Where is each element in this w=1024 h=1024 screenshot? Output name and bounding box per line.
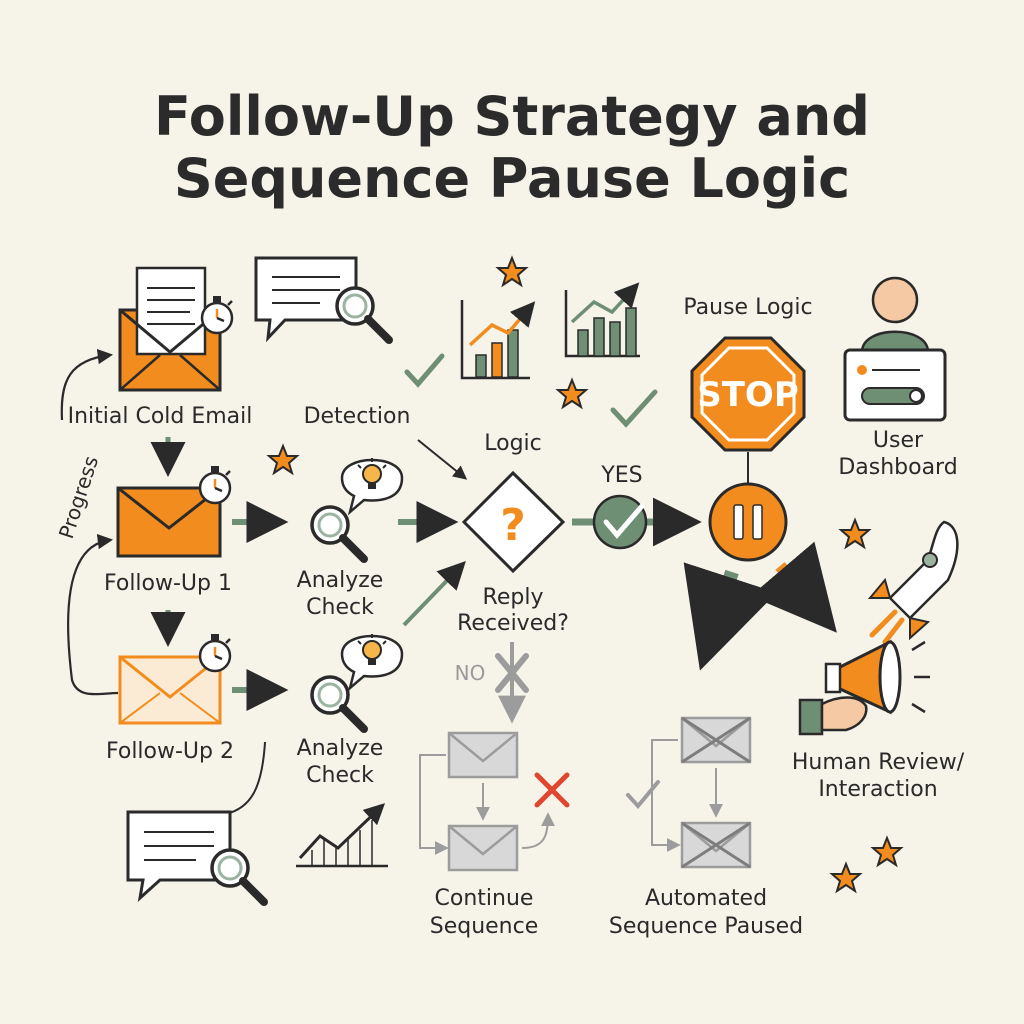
star-icon: [497, 257, 527, 286]
no-label: NO: [455, 661, 486, 685]
human-review-label-1: Human Review/: [792, 750, 965, 775]
user-dashboard-icon: [843, 276, 947, 422]
logic-label: Logic: [484, 431, 542, 456]
detection-label: Detection: [304, 404, 411, 429]
automated-label-1: Automated: [645, 886, 767, 911]
checkmark-icon: [404, 353, 445, 388]
star-icon: [268, 445, 298, 474]
stopwatch-icon: [198, 632, 232, 673]
pause-logic-label: Pause Logic: [683, 295, 812, 320]
user-dashboard-label-1: User: [873, 428, 924, 453]
human-review-arrow: [750, 541, 837, 633]
question-diamond-icon: [461, 470, 566, 574]
speech-bubble-icon: [254, 256, 358, 343]
stopwatch-icon: [200, 294, 234, 335]
megaphone-icon: [824, 639, 930, 715]
star-icon: [557, 379, 587, 408]
grey-envelope-icon: [447, 824, 519, 872]
sequence-label: Sequence: [430, 914, 539, 939]
check-label-1: Check: [306, 595, 374, 620]
pause-button-icon: [708, 482, 788, 562]
red-cross-icon: [534, 772, 570, 808]
star-icon: [831, 863, 861, 892]
follow-up-1-label: Follow-Up 1: [104, 571, 232, 596]
check-label-2: Check: [306, 763, 374, 788]
initial-email-envelope-icon: [118, 266, 222, 392]
title-line-1: Follow-Up Strategy and: [154, 85, 870, 148]
magnifier-icon: [212, 850, 264, 902]
progress-arrow-loop: [67, 533, 119, 696]
lightbulb-bubble-icon: [340, 456, 404, 514]
progress-label: Progress: [54, 453, 103, 542]
checkmark-icon: [626, 780, 660, 810]
paused-sequence-group: [626, 716, 752, 869]
received-label: Received?: [457, 611, 569, 636]
stop-sign-text: STOP: [697, 375, 799, 415]
continue-sequence-group: [419, 731, 570, 872]
follow-up-1-envelope-icon: [116, 486, 222, 558]
magnifier-icon: [312, 507, 364, 559]
follow-up-2-label: Follow-Up 2: [106, 739, 234, 764]
paused-down-arrow: [683, 562, 777, 671]
yes-check-icon: [592, 494, 648, 550]
trend-line-icon: [296, 803, 388, 868]
cross-icon: [495, 653, 529, 693]
bar-chart-icon: [564, 282, 640, 358]
bar-chart-icon: [460, 300, 536, 380]
star-icon: [872, 837, 902, 866]
title-line-2: Sequence Pause Logic: [174, 147, 850, 210]
diagonal-arrow: [402, 560, 466, 627]
user-dashboard-label-2: Dashboard: [838, 455, 957, 480]
checkmark-icon: [610, 389, 658, 428]
star-icon: [840, 519, 870, 548]
lightbulb-bubble-icon: [340, 632, 404, 690]
rocket-icon: [867, 520, 959, 645]
question-mark: ?: [500, 500, 526, 551]
stopwatch-icon: [198, 464, 232, 505]
initial-cold-email-label: Initial Cold Email: [68, 404, 253, 429]
reply-label: Reply: [483, 585, 544, 610]
yes-label: YES: [600, 463, 642, 488]
follow-up-2-envelope-icon: [118, 655, 222, 725]
automated-label-2: Sequence Paused: [609, 914, 803, 939]
continue-label: Continue: [435, 886, 534, 911]
hand-icon: [798, 696, 868, 736]
human-review-label-2: Interaction: [818, 777, 937, 802]
magnifier-icon: [312, 677, 364, 729]
grey-envelope-icon: [447, 731, 519, 779]
analyze-label-1: Analyze: [297, 568, 384, 593]
stop-sign-icon: [690, 336, 806, 452]
analyze-label-2: Analyze: [297, 736, 384, 761]
magnifier-icon: [337, 288, 389, 340]
speech-bubble-icon: [126, 810, 232, 902]
progress-arrow-top: [60, 348, 114, 421]
detection-arrow: [417, 439, 468, 480]
